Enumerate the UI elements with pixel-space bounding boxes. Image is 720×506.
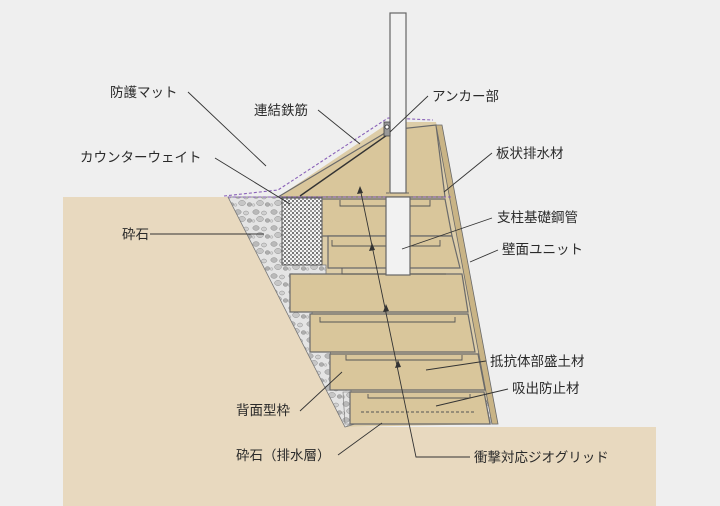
wall-unit-5: [329, 353, 486, 391]
protection-mat-outline: [223, 117, 434, 197]
label-crushed-stone: 砕石: [122, 227, 149, 243]
label-plate-drain: 板状排水材: [496, 146, 564, 162]
label-pole-steel-pipe: 支柱基礎鋼管: [497, 209, 578, 226]
label-protection-mat: 防護マット: [110, 85, 178, 101]
pole-foundation-pipe: [385, 196, 411, 276]
label-resistance-fill: 抵抗体部盛土材: [490, 354, 585, 370]
counterweight-block: [281, 197, 323, 266]
wall-unit-top: [275, 124, 446, 198]
label-tie-rebar: 連結鉄筋: [254, 102, 308, 119]
tie-rebar: [299, 132, 391, 197]
label-back-formwork: 背面型枠: [236, 403, 290, 419]
wall-unit-6: [349, 391, 491, 425]
geogrid-arrows: [357, 186, 401, 368]
labels: 防護マット 連結鉄筋 アンカー部 カウンターウェイト 板状排水材 砕石 支柱基礎…: [80, 85, 609, 466]
label-anchor-part: アンカー部: [432, 89, 499, 105]
label-counterweight: カウンターウェイト: [80, 150, 202, 166]
leader-lines: [150, 91, 509, 458]
label-impact-geogrid: 衝撃対応ジオグリッド: [474, 450, 609, 466]
wall-units: [289, 198, 491, 425]
steel-pipe-column: [389, 12, 407, 194]
anchor-clamp: [383, 121, 391, 137]
plate-drain: [435, 124, 499, 425]
label-crushed-stone-drain: 砕石（排水層）: [236, 448, 331, 464]
label-wall-unit: 壁面ユニット: [502, 242, 583, 258]
label-absorption-prevention: 吸出防止材: [512, 381, 580, 397]
ground: [63, 197, 656, 506]
wall-unit-4: [309, 313, 476, 353]
